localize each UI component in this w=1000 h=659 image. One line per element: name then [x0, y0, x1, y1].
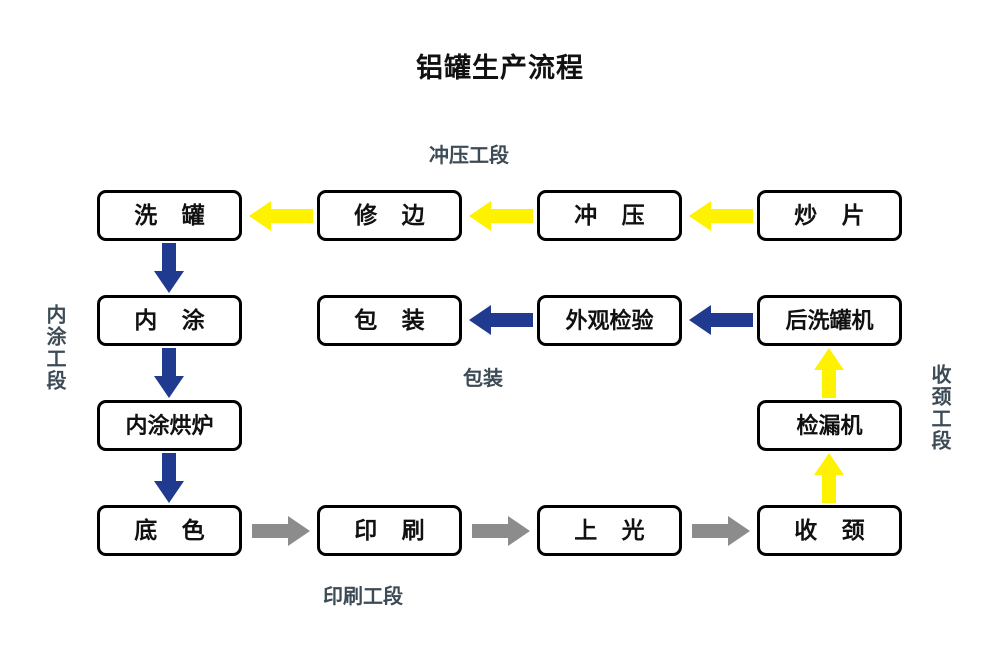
arrow-trim-to-wash-can-icon — [249, 199, 313, 233]
node-print-label: 印 刷 — [354, 517, 434, 543]
arrow-print-to-varnish-icon — [472, 515, 530, 547]
arrow-post-washer-to-visual-inspect-icon — [689, 303, 753, 337]
node-package[interactable]: 包 装 — [317, 295, 462, 346]
arrow-necking-to-leak-tester-icon — [811, 453, 847, 503]
page-title: 铝罐生产流程 — [416, 53, 584, 83]
node-stamp-label: 冲 压 — [574, 202, 654, 228]
node-stamp[interactable]: 冲 压 — [537, 190, 682, 241]
node-wash-can[interactable]: 洗 罐 — [97, 190, 242, 241]
node-print[interactable]: 印 刷 — [317, 505, 462, 556]
arrow-cut-sheet-to-stamp-icon — [689, 199, 753, 233]
arrow-stamp-to-trim-icon — [469, 199, 533, 233]
node-leak-tester-label: 检漏机 — [796, 412, 863, 438]
node-inner-coat-label: 内 涂 — [134, 307, 214, 333]
section-label-printing: 印刷工段 — [323, 586, 403, 608]
node-necking[interactable]: 收 颈 — [757, 505, 902, 556]
node-base-color[interactable]: 底 色 — [97, 505, 242, 556]
section-label-stamping: 冲压工段 — [429, 145, 509, 167]
node-post-washer-label: 后洗罐机 — [785, 307, 874, 333]
arrow-varnish-to-necking-icon — [692, 515, 750, 547]
node-cut-sheet-label: 炒 片 — [794, 202, 874, 228]
node-inner-coat[interactable]: 内 涂 — [97, 295, 242, 346]
arrow-leak-tester-to-post-washer-icon — [811, 348, 847, 398]
node-trim[interactable]: 修 边 — [317, 190, 462, 241]
node-varnish[interactable]: 上 光 — [537, 505, 682, 556]
arrow-wash-can-to-inner-coat-icon — [151, 243, 187, 293]
node-post-washer[interactable]: 后洗罐机 — [757, 295, 902, 346]
node-wash-can-label: 洗 罐 — [134, 202, 214, 228]
node-visual-inspect[interactable]: 外观检验 — [537, 295, 682, 346]
node-inner-coat-oven-label: 内涂烘炉 — [125, 412, 214, 438]
arrow-visual-inspect-to-package-icon — [469, 303, 533, 337]
section-label-necking: 收颈工段 — [928, 364, 950, 452]
node-trim-label: 修 边 — [354, 202, 434, 228]
section-label-inner-coating: 内涂工段 — [43, 304, 65, 392]
node-visual-inspect-label: 外观检验 — [565, 307, 654, 333]
node-inner-coat-oven[interactable]: 内涂烘炉 — [97, 400, 242, 451]
arrow-inner-coat-to-oven-icon — [151, 348, 187, 398]
node-leak-tester[interactable]: 检漏机 — [757, 400, 902, 451]
arrow-oven-to-base-color-icon — [151, 453, 187, 503]
arrow-base-color-to-print-icon — [252, 515, 310, 547]
node-package-label: 包 装 — [354, 307, 434, 333]
section-label-packaging: 包装 — [463, 368, 503, 390]
node-base-color-label: 底 色 — [134, 517, 214, 543]
node-necking-label: 收 颈 — [794, 517, 874, 543]
node-varnish-label: 上 光 — [574, 517, 654, 543]
node-cut-sheet[interactable]: 炒 片 — [757, 190, 902, 241]
